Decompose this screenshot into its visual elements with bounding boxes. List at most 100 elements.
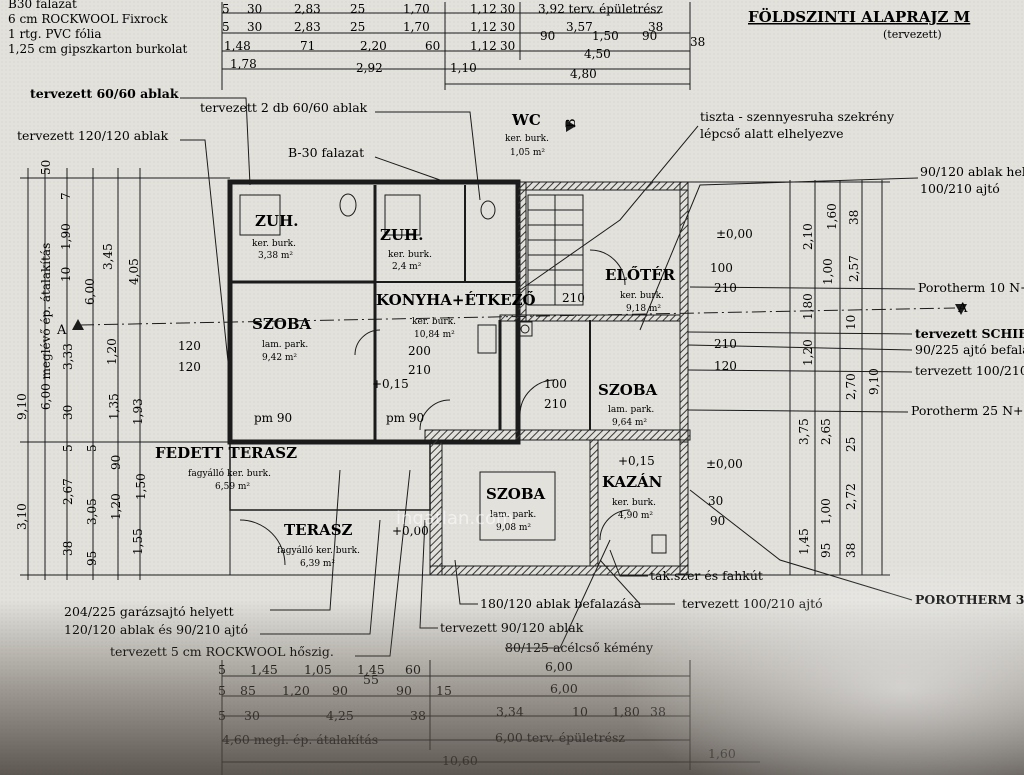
fixtures xyxy=(239,193,667,554)
dim-label: pm 90 xyxy=(254,411,292,425)
svg-text:6,59 m²: 6,59 m² xyxy=(215,482,250,492)
dim-label: 1,78 xyxy=(230,57,257,71)
dim-label: 60 xyxy=(425,39,440,53)
dim-label: 1,80 xyxy=(612,704,640,719)
building-walls xyxy=(227,179,691,576)
level-mark: +0,00 xyxy=(392,524,429,538)
dim-label: 9,10 xyxy=(867,368,881,395)
annotation: POROTHERM 3 xyxy=(915,592,1024,607)
dim-label: 6,00 xyxy=(550,681,578,696)
dim-label: 30 xyxy=(708,494,723,508)
dim-label: 1,35 xyxy=(107,393,121,420)
svg-text:6,39 m²: 6,39 m² xyxy=(300,559,335,569)
section-mark-label: A xyxy=(957,301,968,316)
dim-label: 25 xyxy=(844,437,858,452)
dim-label: 15 xyxy=(436,683,452,698)
svg-text:1,05 m²: 1,05 m² xyxy=(510,148,545,158)
dim-label: 210 xyxy=(714,337,737,351)
dim-label: 3,92 terv. épületrész xyxy=(538,2,663,16)
level-mark: ±0,00 xyxy=(716,227,753,241)
door-swings xyxy=(239,249,631,566)
dim-label: 2,70 xyxy=(844,373,858,400)
svg-text:ZUH.: ZUH. xyxy=(380,226,423,244)
dim-label: 1,10 xyxy=(450,61,477,75)
dim-label: 1,45 xyxy=(250,662,278,677)
dim-label: 6,00 terv. épületrész xyxy=(495,730,625,745)
dim-label: 6,00 xyxy=(545,659,573,674)
dim-label: 71 xyxy=(300,39,315,53)
annotation: B-30 falazat xyxy=(288,145,364,160)
svg-text:KAZÁN: KAZÁN xyxy=(602,473,663,491)
dim-label: 2,83 xyxy=(294,20,321,34)
dim-label: 10 xyxy=(844,315,858,330)
svg-text:9,08 m²: 9,08 m² xyxy=(496,523,531,533)
svg-text:ker. burk.: ker. burk. xyxy=(412,317,456,327)
left-dimensions: 9,10 6,00 meglévő ép. átalakítás 3,10 50… xyxy=(15,160,148,566)
room-bedroom-2: SZOBA lam. park. 9,64 m² xyxy=(598,381,658,428)
dim-label: 1,20 xyxy=(105,338,119,365)
annotation: Porotherm 25 N+F xyxy=(911,403,1024,418)
right-annotations: tiszta - szennyesruha szekrény lépcső al… xyxy=(700,109,1024,607)
dim-label: 38 xyxy=(648,20,663,34)
dim-label: 5 xyxy=(218,662,226,677)
svg-text:lam. park.: lam. park. xyxy=(490,510,536,520)
dim-label: 2,57 xyxy=(847,255,861,282)
svg-text:9,64 m²: 9,64 m² xyxy=(612,418,647,428)
annotation: 90/120 ablak hely xyxy=(920,164,1024,179)
dim-label: 10,60 xyxy=(442,753,478,768)
dim-label: 6,00 meglévő ép. átalakítás xyxy=(39,243,53,410)
svg-text:SZOBA: SZOBA xyxy=(598,381,658,399)
left-dimension-lines xyxy=(20,168,230,580)
dim-label: 95 xyxy=(85,551,99,566)
section-arrow-icon xyxy=(955,304,967,315)
level-mark: ±0,00 xyxy=(706,457,743,471)
annotation: tervezett 90/120 ablak xyxy=(440,620,584,635)
dim-label: 1,20 xyxy=(801,339,815,366)
annotation: tervezett 5 cm ROCKWOOL hőszig. xyxy=(110,644,334,659)
dim-label: 120 xyxy=(178,360,201,374)
dim-label: 9,10 xyxy=(15,393,29,420)
room-shower-2: ZUH. ker. burk. 2,4 m² xyxy=(380,226,432,272)
annotation: 120/120 ablak és 90/210 ajtó xyxy=(64,622,248,637)
right-leader-lines xyxy=(519,125,919,601)
dim-label: 30 xyxy=(247,20,262,34)
svg-text:ker. burk.: ker. burk. xyxy=(505,134,549,144)
room-wc: WC ker. burk. 1,05 m² xyxy=(505,111,549,158)
room-kitchen-dining: KONYHA+ÉTKEZŐ ker. burk. 10,84 m² xyxy=(376,291,536,340)
dim-label: 5 xyxy=(218,708,226,723)
dim-label: 4,80 xyxy=(570,67,597,81)
dim-label: 38 xyxy=(847,210,861,225)
svg-text:fagyálló ker. burk.: fagyálló ker. burk. xyxy=(188,468,271,479)
dim-label: 1,90 xyxy=(59,223,73,250)
interior-dimension-labels: pm 90 pm 90 +0,15 ±0,00 +0,15 ±0,00 +0,0… xyxy=(178,227,753,538)
svg-text:10,84 m²: 10,84 m² xyxy=(414,330,455,340)
dim-label: 1,70 xyxy=(403,20,430,34)
dim-label: 5 xyxy=(85,444,99,452)
svg-text:TERASZ: TERASZ xyxy=(284,521,353,539)
dim-label: 5 xyxy=(222,2,230,16)
annotation: 204/225 garázsajtó helyett xyxy=(64,604,234,619)
dim-label: pm 90 xyxy=(386,411,424,425)
svg-text:ker. burk.: ker. burk. xyxy=(388,250,432,260)
dim-label: 3,75 xyxy=(797,418,811,445)
dim-label: 30 xyxy=(500,39,515,53)
layer-line: 1 rtg. PVC fólia xyxy=(8,27,102,41)
dim-label: 1,20 xyxy=(282,683,310,698)
svg-text:KONYHA+ÉTKEZŐ: KONYHA+ÉTKEZŐ xyxy=(376,291,536,309)
dim-label: 25 xyxy=(350,2,365,16)
room-boiler: KAZÁN ker. burk. 4,90 m² xyxy=(602,473,663,521)
dim-label: 3,34 xyxy=(496,704,524,719)
dim-label: 1,05 xyxy=(304,662,332,677)
dim-label: 5 xyxy=(61,444,75,452)
svg-text:ker. burk.: ker. burk. xyxy=(612,498,656,508)
dim-label: 3,57 xyxy=(566,20,593,34)
section-mark-label: B xyxy=(564,118,579,128)
dim-label: 30 xyxy=(61,405,75,420)
plan-subtitle: (tervezett) xyxy=(883,28,942,41)
svg-text:WC: WC xyxy=(511,111,541,129)
dim-label: 90 xyxy=(109,455,123,470)
dim-label: 4,25 xyxy=(326,708,354,723)
svg-text:ELŐTÉR: ELŐTÉR xyxy=(605,266,676,284)
svg-text:ker. burk.: ker. burk. xyxy=(252,239,296,249)
annotation: Porotherm 10 N+F xyxy=(918,280,1024,295)
